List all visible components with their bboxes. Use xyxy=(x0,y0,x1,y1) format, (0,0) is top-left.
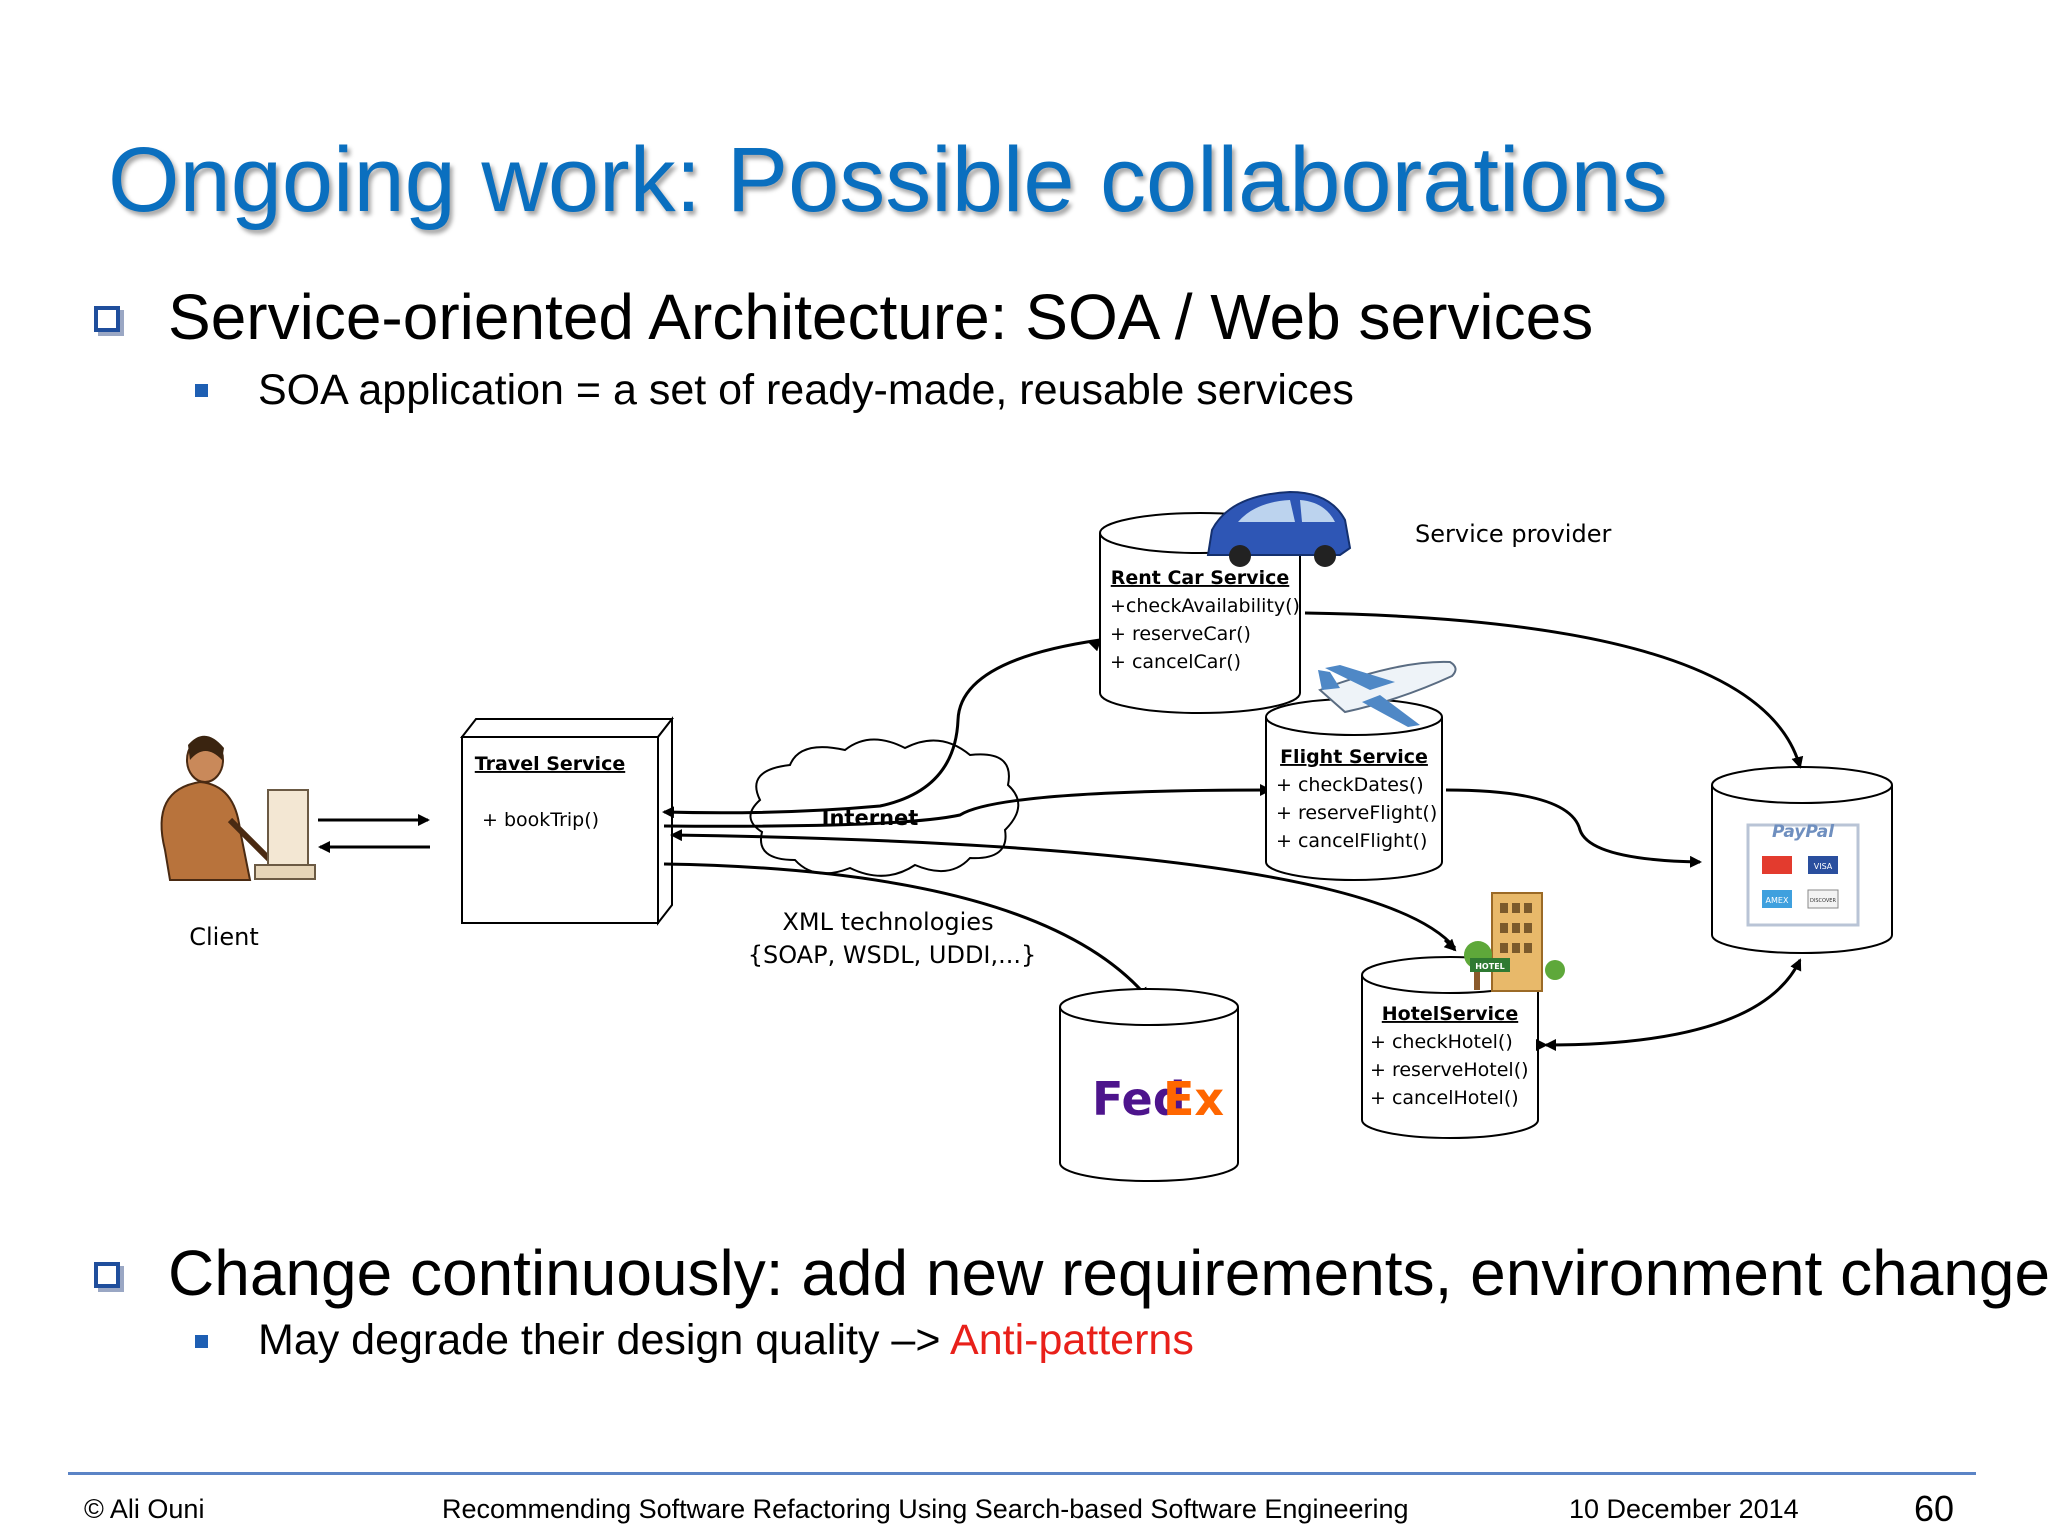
client-label: Client xyxy=(189,923,258,951)
bullet-square-icon xyxy=(94,1262,120,1288)
paypal-logo: PayPal xyxy=(1772,822,1835,842)
hotel-method-3: + cancelHotel() xyxy=(1370,1087,1519,1109)
flight-service-name: Flight Service xyxy=(1280,746,1428,768)
bullet-square-icon xyxy=(94,306,120,332)
bullet-2-sub: May degrade their design quality –> Anti… xyxy=(258,1316,1194,1365)
anti-patterns-highlight: Anti-patterns xyxy=(950,1316,1194,1364)
fedex-logo-fed: Fed xyxy=(1092,1072,1186,1126)
bullet-2-sub-prefix: May degrade their design quality –> xyxy=(258,1316,951,1364)
flight-service-cylinder xyxy=(1265,698,1443,881)
footer-author: © Ali Ouni xyxy=(84,1494,205,1524)
travel-service-name: Travel Service xyxy=(475,753,625,775)
card-discover: DISCOVER xyxy=(1810,898,1836,904)
sub-bullet-icon xyxy=(195,1335,208,1348)
footer-divider xyxy=(68,1472,1976,1475)
fedex-logo-ex: Ex xyxy=(1163,1072,1224,1126)
bullet-2-text: Change continuously: add new requirement… xyxy=(168,1237,2048,1309)
footer-date: 10 December 2014 xyxy=(1569,1494,1799,1524)
paypal-service-cylinder xyxy=(1711,766,1893,954)
card-visa: VISA xyxy=(1814,862,1833,871)
bullet-1-sub: SOA application = a set of ready-made, r… xyxy=(258,366,1354,414)
service-provider-label: Service provider xyxy=(1415,520,1611,548)
hotel-service-cylinder xyxy=(1361,956,1539,1139)
hotel-sign-text: HOTEL xyxy=(1475,962,1505,971)
sub-bullet-icon xyxy=(195,384,208,397)
rentcar-method-3: + cancelCar() xyxy=(1110,651,1241,673)
flight-method-1: + checkDates() xyxy=(1276,774,1424,796)
footer-talk-title: Recommending Software Refactoring Using … xyxy=(442,1494,1409,1524)
travel-method: + bookTrip() xyxy=(482,809,599,831)
rentcar-method-2: + reserveCar() xyxy=(1110,623,1251,645)
car-icon xyxy=(1206,490,1352,567)
card-amex: AMEX xyxy=(1766,896,1789,905)
xml-label-1: XML technologies xyxy=(782,908,993,936)
fedex-service-cylinder xyxy=(1059,988,1239,1182)
flight-method-2: + reserveFlight() xyxy=(1276,802,1437,824)
rentcar-service-name: Rent Car Service xyxy=(1111,567,1289,589)
hotel-service-name: HotelService xyxy=(1382,1003,1518,1025)
hotel-method-2: + reserveHotel() xyxy=(1370,1059,1529,1081)
page-number: 60 xyxy=(1914,1488,1955,1529)
client-person-icon xyxy=(160,735,316,881)
flight-method-3: + cancelFlight() xyxy=(1276,830,1427,852)
hotel-method-1: + checkHotel() xyxy=(1370,1031,1513,1053)
hotel-building-icon xyxy=(1464,892,1565,992)
airplane-icon xyxy=(1318,660,1457,727)
rentcar-method-1: +checkAvailability() xyxy=(1110,595,1300,617)
bullet-1-text: Service-oriented Architecture: SOA / Web… xyxy=(168,281,1594,353)
internet-cloud-icon xyxy=(749,738,1020,877)
xml-label-2: {SOAP, WSDL, UDDI,...} xyxy=(748,941,1037,969)
travel-service-box xyxy=(459,716,675,926)
slide-title: Ongoing work: Possible collaborations xyxy=(108,129,1668,231)
